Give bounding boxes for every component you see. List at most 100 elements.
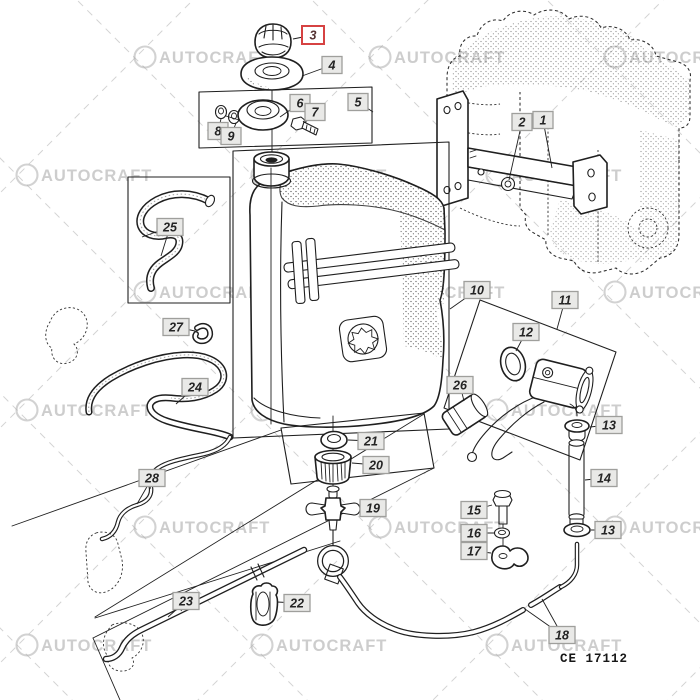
sender-detail-box <box>443 299 617 461</box>
hose-24-drawing <box>85 351 234 441</box>
callout-14[interactable]: 14 <box>584 468 618 488</box>
callout-7[interactable]: 7 <box>302 102 326 123</box>
filler-neck-drawing <box>251 151 292 189</box>
pipe-28-drawing <box>99 434 233 542</box>
filter-tube-14-drawing <box>568 439 585 521</box>
watermark: AUTOCRAFT <box>603 280 700 304</box>
callout-26[interactable]: 26 <box>446 375 474 402</box>
callout-3[interactable]: 3 <box>292 25 325 45</box>
svg-text:1: 1 <box>540 113 547 127</box>
tube-23-drawing <box>102 546 308 663</box>
svg-text:9: 9 <box>228 129 235 143</box>
svg-text:5: 5 <box>355 95 363 109</box>
filter-bowl-20-drawing <box>314 449 352 485</box>
svg-text:AUTOCRAFT: AUTOCRAFT <box>394 519 505 537</box>
watermark: AUTOCRAFT <box>133 515 270 539</box>
callout-9[interactable]: 9 <box>220 122 242 146</box>
clip-27-drawing <box>192 322 214 345</box>
callout-23[interactable]: 23 <box>167 591 200 618</box>
fuel-sender-drawing <box>528 358 594 414</box>
svg-text:25: 25 <box>162 220 178 234</box>
callout-5[interactable]: 5 <box>347 92 374 113</box>
callout-15[interactable]: 15 <box>460 500 493 520</box>
svg-text:AUTOCRAFT: AUTOCRAFT <box>159 519 270 537</box>
callout-22[interactable]: 22 <box>276 593 311 613</box>
svg-text:22: 22 <box>289 596 304 610</box>
engine-block-drawing <box>446 9 691 275</box>
float-arm-drawing <box>466 395 545 463</box>
svg-text:4: 4 <box>328 58 336 72</box>
svg-text:15: 15 <box>467 503 482 517</box>
callout-18[interactable]: 18 <box>524 598 576 645</box>
callout-17[interactable]: 17 <box>460 541 492 561</box>
bolt-15-drawing <box>492 489 513 546</box>
svg-text:23: 23 <box>178 594 193 608</box>
callout-19[interactable]: 19 <box>359 498 387 518</box>
bolt-7-drawing <box>290 116 319 136</box>
gasket-12-drawing <box>499 346 527 382</box>
svg-text:8: 8 <box>215 124 222 138</box>
svg-text:12: 12 <box>519 325 533 339</box>
svg-text:AUTOCRAFT: AUTOCRAFT <box>629 284 700 302</box>
fuel-tank-drawing <box>249 163 460 428</box>
watermark: AUTOCRAFT <box>15 163 151 187</box>
svg-text:19: 19 <box>366 501 380 515</box>
callout-11[interactable]: 11 <box>551 290 579 330</box>
svg-text:10: 10 <box>470 283 484 297</box>
svg-text:AUTOCRAFT: AUTOCRAFT <box>629 519 700 537</box>
svg-text:20: 20 <box>368 458 383 472</box>
callout-21[interactable]: 21 <box>347 431 385 451</box>
svg-text:6: 6 <box>297 96 305 110</box>
fuel-tap-19-drawing <box>305 485 361 531</box>
svg-text:21: 21 <box>363 434 378 448</box>
callout-24[interactable]: 24 <box>175 377 209 405</box>
outlet-flange-drawing <box>338 315 388 363</box>
washer-16-drawing <box>493 527 511 539</box>
valve-detail-box <box>280 412 435 485</box>
callout-13[interactable]: 13 <box>589 415 623 435</box>
callout-12[interactable]: 12 <box>512 322 540 352</box>
svg-text:3: 3 <box>310 28 317 42</box>
watermark: AUTOCRAFT <box>250 633 387 657</box>
callout-4[interactable]: 4 <box>301 55 343 77</box>
grommet-13-lower-drawing <box>563 518 591 538</box>
clamp-17-drawing <box>491 545 529 570</box>
svg-text:14: 14 <box>597 471 611 485</box>
clip-22-drawing <box>249 582 279 626</box>
svg-text:AUTOCRAFT: AUTOCRAFT <box>511 637 622 655</box>
callout-10[interactable]: 10 <box>449 280 491 310</box>
svg-text:AUTOCRAFT: AUTOCRAFT <box>276 637 387 655</box>
callout-13[interactable]: 13 <box>591 520 622 540</box>
filter-canister-26-drawing <box>441 393 489 436</box>
watermark: AUTOCRAFT <box>485 633 622 657</box>
hose-18-drawing <box>317 529 580 639</box>
callout-20[interactable]: 20 <box>351 455 390 475</box>
bracket-bolt-drawing <box>500 176 516 192</box>
callout-27[interactable]: 27 <box>162 317 196 337</box>
callout-28[interactable]: 28 <box>136 468 166 505</box>
filler-parts-box <box>198 86 373 149</box>
svg-text:17: 17 <box>467 544 482 558</box>
cap-gasket-drawing <box>240 56 304 91</box>
grommet-6-drawing <box>237 99 289 131</box>
callout-25[interactable]: 25 <box>141 217 184 257</box>
callout-2[interactable]: 2 <box>508 112 533 181</box>
svg-text:18: 18 <box>555 628 569 642</box>
diagram-code: CE 17112 <box>560 652 628 666</box>
svg-text:16: 16 <box>467 526 482 540</box>
svg-text:13: 13 <box>601 523 615 537</box>
svg-text:28: 28 <box>144 471 159 485</box>
svg-text:11: 11 <box>559 293 572 307</box>
svg-text:7: 7 <box>312 105 320 119</box>
callout-16[interactable]: 16 <box>460 523 494 543</box>
svg-text:24: 24 <box>187 380 202 394</box>
watermark: AUTOCRAFT <box>133 45 270 69</box>
chassis-fragments <box>45 307 144 672</box>
svg-text:AUTOCRAFT: AUTOCRAFT <box>159 49 270 67</box>
mount-bracket-drawing <box>436 90 608 215</box>
svg-text:AUTOCRAFT: AUTOCRAFT <box>41 402 152 420</box>
svg-text:2: 2 <box>518 115 526 129</box>
callout-1[interactable]: 1 <box>532 110 554 169</box>
